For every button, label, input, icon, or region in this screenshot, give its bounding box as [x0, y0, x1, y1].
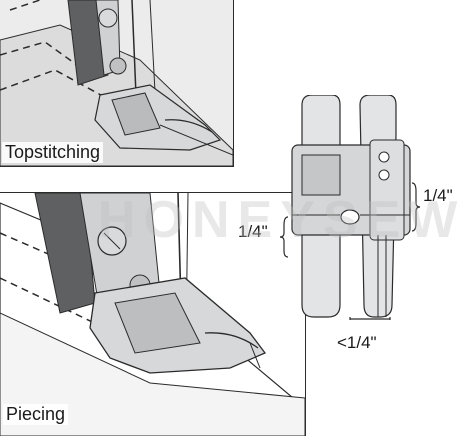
- right-quarter-inch-label: 1/4": [423, 186, 453, 205]
- less-than-quarter-inch-label: <1/4": [337, 333, 377, 352]
- left-quarter-inch-label: 1/4": [238, 222, 268, 241]
- piecing-illustration: [0, 193, 305, 436]
- topstitching-illustration: [0, 0, 233, 166]
- piecing-panel: [0, 192, 306, 436]
- presser-foot-front-view: [280, 95, 420, 320]
- piecing-label: Piecing: [3, 404, 69, 425]
- topstitching-panel: [0, 0, 234, 167]
- topstitching-label: Topstitching: [2, 142, 104, 163]
